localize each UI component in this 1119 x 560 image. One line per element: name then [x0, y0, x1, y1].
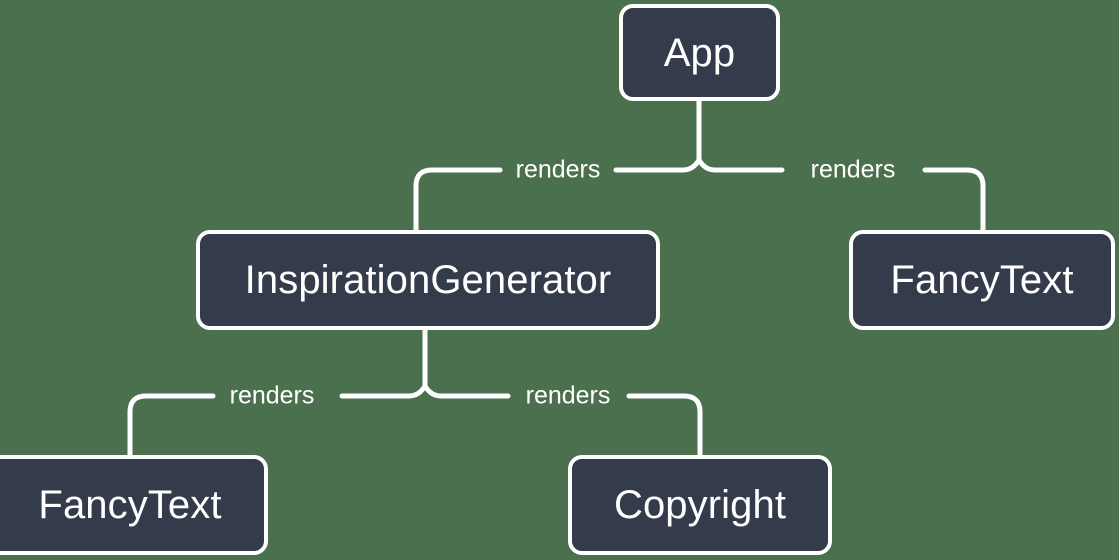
node-app-label: App — [663, 30, 736, 75]
node-inspiration-generator[interactable]: InspirationGenerator — [196, 230, 660, 330]
node-fancytext-right-label: FancyText — [890, 258, 1074, 302]
edge-label-app-to-fancytext-right: renders — [810, 155, 896, 184]
connector-app-to-fancytext-right — [922, 167, 986, 233]
connector-app-to-inspirationgenerator — [413, 167, 503, 233]
node-app[interactable]: App — [619, 4, 780, 101]
connector-inspirationgenerator-to-copyright — [626, 393, 703, 458]
edge-label-inspirationgenerator-to-fancytext-left: renders — [229, 381, 315, 410]
edge-label-app-to-inspirationgenerator: renders — [515, 155, 601, 184]
edge-label-inspirationgenerator-to-copyright: renders — [525, 381, 611, 410]
connector-app-junction-right — [696, 157, 785, 173]
node-inspiration-generator-label: InspirationGenerator — [244, 258, 612, 302]
connector-ig-junction-right — [422, 383, 511, 399]
node-copyright[interactable]: Copyright — [568, 455, 832, 555]
connector-inspirationgenerator-to-fancytext-left — [127, 393, 216, 458]
node-fancytext-left[interactable]: FancyText — [0, 455, 268, 555]
connector-app-junction-left — [613, 157, 702, 173]
node-fancytext-left-label: FancyText — [38, 483, 222, 527]
connector-ig-junction-left — [339, 383, 428, 399]
node-copyright-label: Copyright — [613, 483, 787, 527]
node-fancytext-right[interactable]: FancyText — [849, 230, 1115, 330]
